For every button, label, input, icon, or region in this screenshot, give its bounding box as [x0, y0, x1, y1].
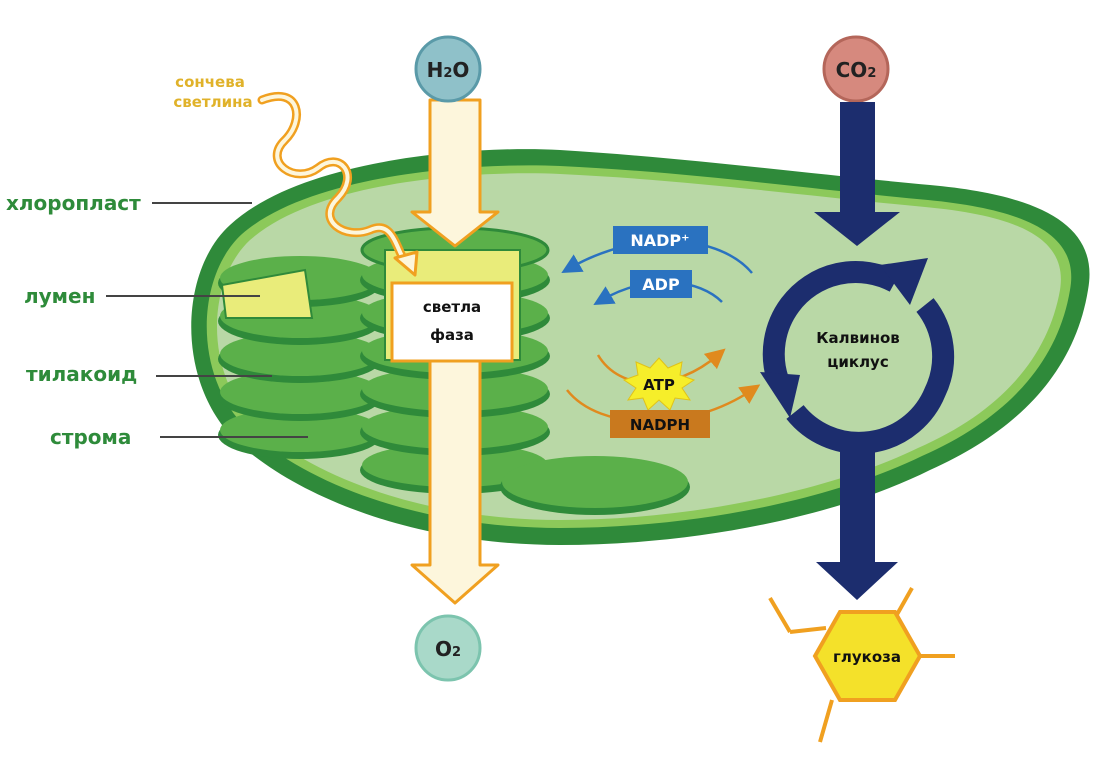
sunlight-label-1: сончева [175, 73, 245, 91]
nadp-plus-tag [613, 226, 708, 254]
calvin-cycle-ring [760, 258, 955, 454]
light-phase-label-1: светла [423, 298, 481, 316]
glucose-label: глукоза [833, 648, 901, 666]
adp-label: ADP [642, 275, 680, 294]
co2-label: CO2 [836, 58, 877, 82]
thylakoid-label: тилакоид [26, 362, 137, 386]
glucose-icon [768, 587, 955, 743]
granum-left [218, 256, 382, 459]
oxygen-arrow [410, 358, 500, 605]
sunlight-icon [257, 91, 419, 277]
water-label: H2O [427, 58, 470, 82]
oxygen-label: O2 [435, 637, 461, 661]
water-arrow [410, 98, 500, 248]
glucose-arrow [816, 440, 898, 600]
calvin-label-2: циклус [827, 353, 888, 371]
light-phase-label-2: фаза [430, 326, 474, 344]
nadp-plus-label: NADP⁺ [630, 231, 689, 250]
atp-label: ATP [643, 376, 675, 394]
nadph-tag [610, 410, 710, 438]
stroma-label: строма [50, 425, 131, 449]
co2-circle [822, 35, 890, 103]
calvin-label-1: Калвинов [816, 329, 900, 347]
sunlight-label-2: светлина [173, 93, 252, 111]
co2-arrow [814, 102, 900, 246]
lumen-cutaway [220, 268, 314, 319]
water-circle [414, 35, 482, 103]
atp-burst [622, 357, 696, 411]
adp-tag [630, 270, 692, 298]
chloroplast-label: хлоропласт [6, 191, 141, 215]
lumen-label: лумен [24, 284, 95, 308]
nadph-label: NADPH [630, 416, 690, 434]
thylakoid-disc [500, 456, 690, 515]
oxygen-circle [414, 614, 482, 682]
light-phase-box [390, 281, 514, 363]
